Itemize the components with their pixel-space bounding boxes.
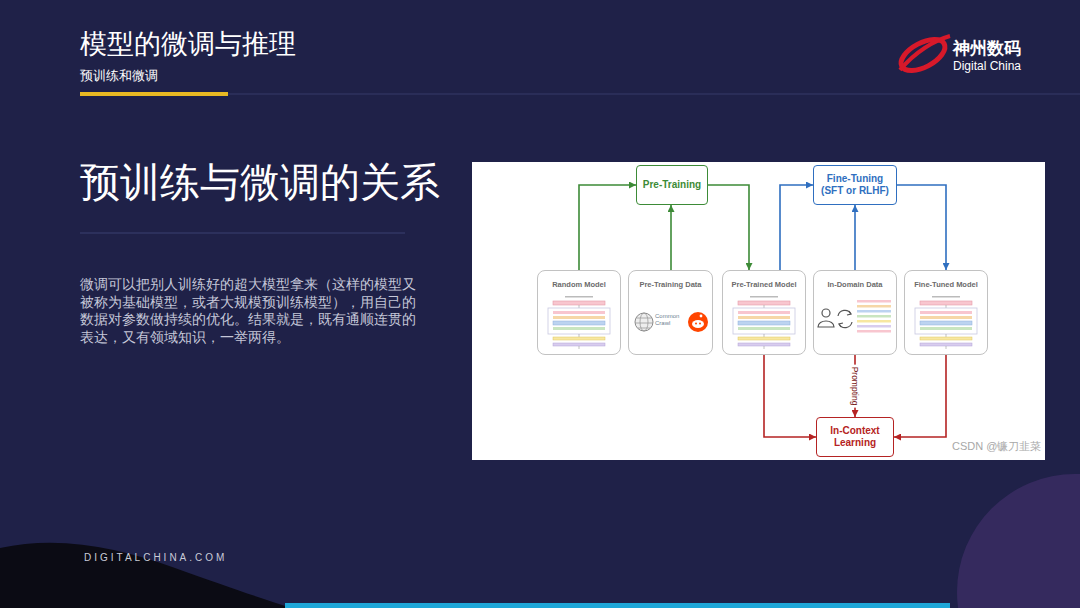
user-icon xyxy=(822,309,830,317)
stage-box: Pre-Training xyxy=(636,165,708,205)
reddit-logo xyxy=(692,320,704,328)
reddit-logo xyxy=(688,312,708,332)
stage-box: In-Context Learning xyxy=(816,417,894,457)
heading-rule xyxy=(80,233,405,234)
user-icon xyxy=(818,321,834,327)
data-rows-icon xyxy=(857,325,891,328)
flow-arrow xyxy=(708,185,749,270)
stage-box: Fine-Tuning (SFT or RLHF) xyxy=(813,165,897,205)
model-box: Pre-Trained Model xyxy=(722,270,806,355)
data-rows-icon xyxy=(857,305,891,308)
slide-heading: 预训练与微调的关系 xyxy=(80,158,440,206)
accent-bar xyxy=(80,92,228,96)
data-box: Pre-Training Data xyxy=(628,270,713,355)
llm-stack-icon xyxy=(548,296,610,349)
logo-mark xyxy=(896,33,950,77)
slide-title: 模型的微调与推理 xyxy=(80,28,296,60)
wikipedia-logo xyxy=(640,313,648,331)
logo-mark xyxy=(896,33,950,77)
data-rows-icon xyxy=(857,300,891,333)
cycle-arrows-icon xyxy=(839,322,852,328)
wikipedia-logo xyxy=(635,318,653,328)
flow-arrow xyxy=(670,205,672,270)
cycle-arrows-icon xyxy=(838,310,851,316)
data-rows-icon xyxy=(857,300,891,303)
model-box: Fine-Tuned Model xyxy=(904,270,988,355)
flow-arrow xyxy=(780,185,813,270)
bottom-stripe xyxy=(285,603,950,608)
flow-arrow xyxy=(764,355,816,437)
cycle-arrows-icon xyxy=(847,311,851,315)
data-rows-icon xyxy=(857,330,891,333)
logo-caption: Common Crawl xyxy=(655,313,687,327)
node-text: Pre-Training xyxy=(643,179,701,191)
header-rule xyxy=(80,94,1080,95)
reddit-logo xyxy=(700,315,703,318)
logo-mark xyxy=(900,36,950,70)
logo-text: 神州数码 xyxy=(953,39,1021,59)
corner-circle xyxy=(957,474,1080,608)
data-box: In-Domain Data xyxy=(813,270,897,355)
figure-panel xyxy=(472,162,1045,460)
watermark: CSDN @镰刀韭菜 xyxy=(952,440,1041,453)
slide-subtitle: 预训练和微调 xyxy=(80,68,158,84)
wikipedia-logo xyxy=(635,313,653,331)
wikipedia-logo xyxy=(635,313,653,331)
node-text: Fine-Tuned Model xyxy=(905,280,987,289)
flow-arrow xyxy=(897,185,946,270)
node-text: In-Context Learning xyxy=(821,425,889,449)
data-rows-icon xyxy=(857,315,891,318)
cycle-arrows-icon xyxy=(839,323,843,327)
corner-blob xyxy=(0,543,292,608)
reddit-logo xyxy=(699,323,701,325)
llm-stack-icon xyxy=(733,296,795,349)
reddit-logo xyxy=(695,323,697,325)
reddit-logo xyxy=(688,312,708,332)
flow-arrow xyxy=(579,185,636,270)
footer-url: DIGITALCHINA.COM xyxy=(84,552,227,564)
body-text: 微调可以把别人训练好的超大模型拿来（这样的模型又被称为基础模型，或者大规模预训练… xyxy=(80,276,424,346)
data-rows-icon xyxy=(857,310,891,313)
node-text: Pre-Trained Model xyxy=(723,280,805,289)
node-text: Fine-Tuning (SFT or RLHF) xyxy=(818,173,892,197)
node-text: Pre-Training Data xyxy=(629,280,712,289)
user-icon xyxy=(818,309,834,327)
cycle-arrows-icon xyxy=(838,310,852,327)
flow-arrow xyxy=(854,205,856,270)
node-text: In-Domain Data xyxy=(814,280,896,289)
node-text: Random Model xyxy=(538,280,620,289)
llm-stack-icon xyxy=(915,296,977,349)
model-box: Random Model xyxy=(537,270,621,355)
logo-text: Digital China xyxy=(953,59,1021,73)
flow-arrow xyxy=(894,355,946,437)
data-rows-icon xyxy=(857,320,891,323)
edge-label: Prompting xyxy=(850,365,860,408)
